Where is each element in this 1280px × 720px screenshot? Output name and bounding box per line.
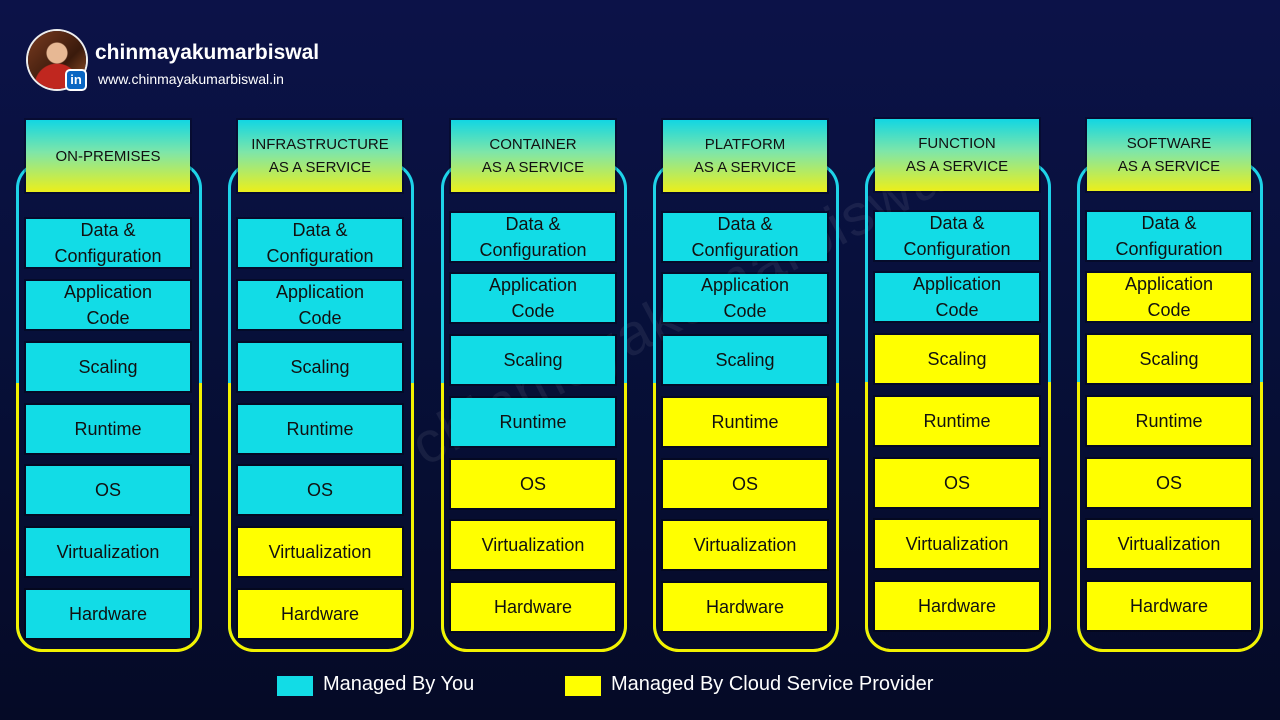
layer-tile: OS [238,466,402,514]
layer-tile: Data & Configuration [26,219,190,267]
layer-tile: Hardware [1087,582,1251,630]
layer-tile: Virtualization [451,521,615,569]
layer-tile: Application Code [875,273,1039,321]
layer-tile: Runtime [663,398,827,446]
brand-url[interactable]: www.chinmayakumarbiswal.in [98,71,284,87]
column-title: ON-PREMISES [26,120,190,192]
layer-tile: Application Code [238,281,402,329]
legend-swatch-you [277,676,313,696]
legend-label-you: Managed By You [323,673,475,695]
column-title: CONTAINER AS A SERVICE [451,120,615,192]
layer-tile: Application Code [1087,273,1251,321]
column-caas: CONTAINER AS A SERVICE Data & Configurati… [441,120,627,652]
layer-tile: Data & Configuration [451,213,615,261]
layer-tile: OS [451,460,615,508]
layer-tile: Hardware [238,590,402,638]
column-paas: PLATFORM AS A SERVICE Data & Configuratio… [653,120,839,652]
layer-tile: Runtime [875,397,1039,445]
legend-swatch-provider [565,676,601,696]
layer-tile: Runtime [26,405,190,453]
layer-tile: Hardware [663,583,827,631]
layer-tile: Virtualization [26,528,190,576]
layer-tile: Scaling [238,343,402,391]
layer-tile: Application Code [26,281,190,329]
layer-tile: Data & Configuration [663,213,827,261]
column-title: PLATFORM AS A SERVICE [663,120,827,192]
column-title: SOFTWARE AS A SERVICE [1087,119,1251,191]
brand-name: chinmayakumarbiswal [95,41,320,64]
layer-tile: Application Code [451,274,615,322]
layer-tile: Data & Configuration [875,212,1039,260]
layer-tile: Virtualization [875,520,1039,568]
layer-tile: Virtualization [663,521,827,569]
layer-tile: OS [1087,459,1251,507]
layer-tile: Runtime [1087,397,1251,445]
column-title: FUNCTION AS A SERVICE [875,119,1039,191]
layer-tile: OS [26,466,190,514]
layer-tile: Hardware [451,583,615,631]
layer-tile: Virtualization [1087,520,1251,568]
layer-tile: Runtime [451,398,615,446]
layer-tile: Hardware [875,582,1039,630]
layer-tile: Hardware [26,590,190,638]
linkedin-icon[interactable]: in [67,71,85,89]
layer-tile: Runtime [238,405,402,453]
column-saas: SOFTWARE AS A SERVICE Data & Configuratio… [1077,119,1263,652]
layer-tile: Data & Configuration [238,219,402,267]
layer-tile: OS [663,460,827,508]
column-iaas: INFRASTRUCTURE AS A SERVICE Data & Config… [228,120,414,652]
layer-tile: Scaling [451,336,615,384]
layer-tile: OS [875,459,1039,507]
legend-label-provider: Managed By Cloud Service Provider [611,673,934,695]
layer-tile: Scaling [26,343,190,391]
column-faas: FUNCTION AS A SERVICE Data & Configuratio… [865,119,1051,652]
layer-tile: Scaling [875,335,1039,383]
layer-tile: Data & Configuration [1087,212,1251,260]
layer-tile: Scaling [663,336,827,384]
layer-tile: Scaling [1087,335,1251,383]
column-title: INFRASTRUCTURE AS A SERVICE [238,120,402,192]
avatar[interactable]: in [28,31,86,89]
layer-tile: Virtualization [238,528,402,576]
layer-tile: Application Code [663,274,827,322]
